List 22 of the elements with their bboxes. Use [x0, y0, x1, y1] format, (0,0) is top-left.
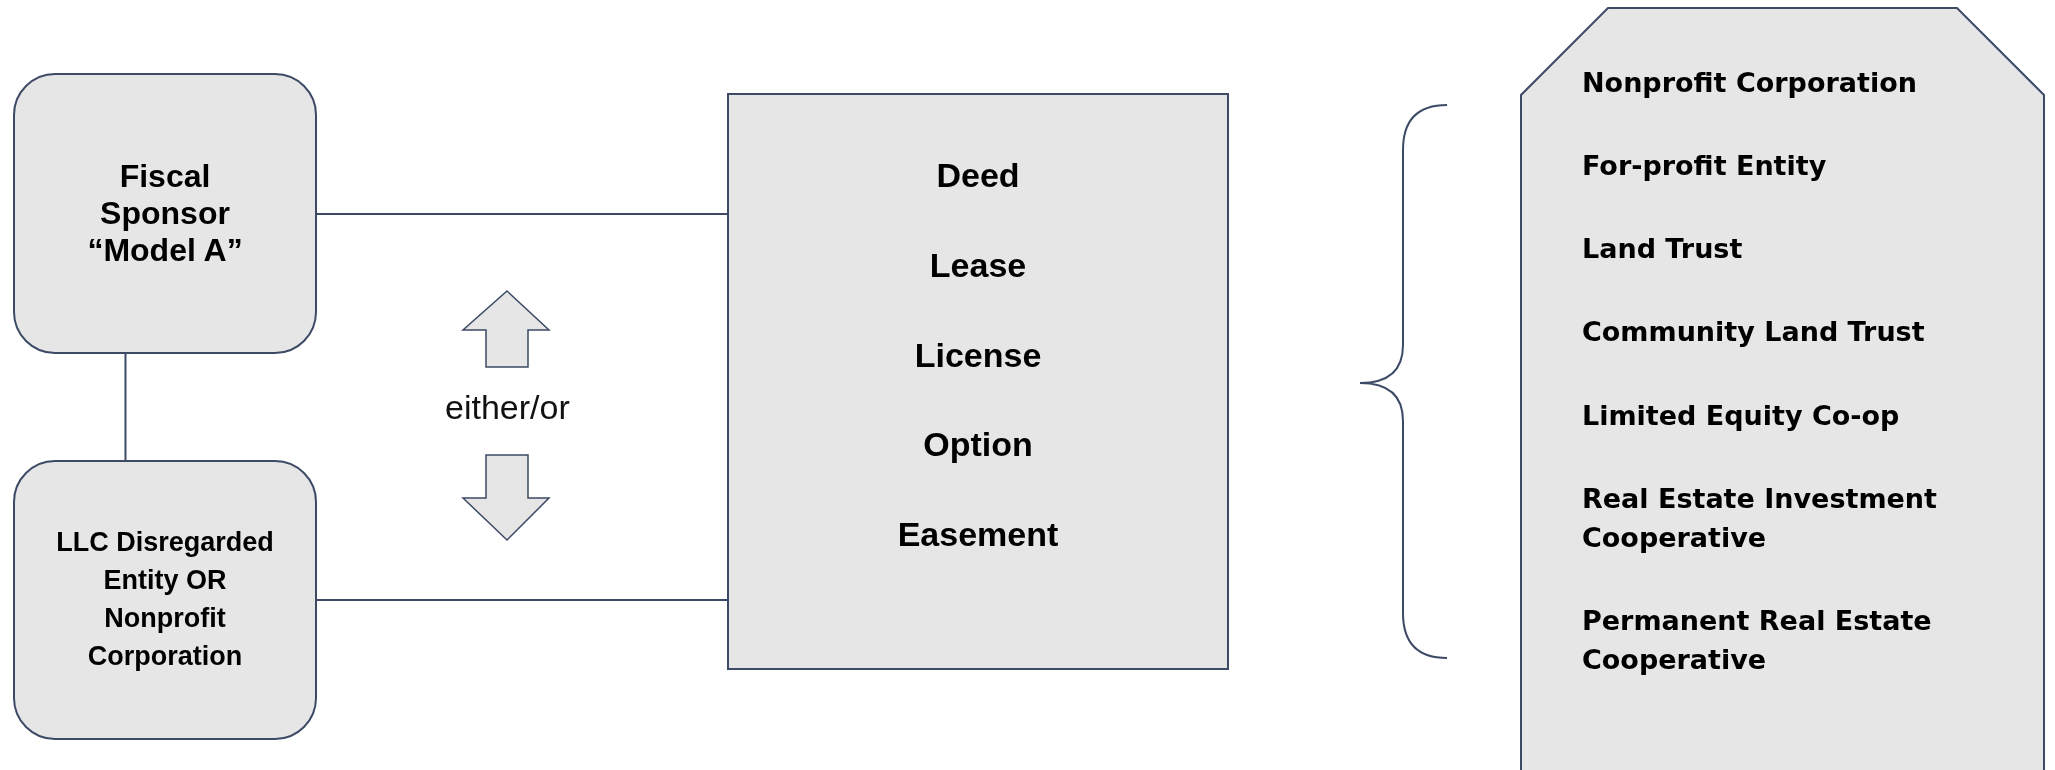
entity-box [13, 460, 317, 740]
agreement-type: Option [923, 424, 1033, 466]
entity-type: Real Estate Investment Cooperative [1582, 481, 1938, 555]
agreement-type: Lease [929, 244, 1027, 286]
connector-line [316, 213, 728, 215]
entity-label: Fiscal Sponsor “Model A” [86, 158, 244, 269]
entity-type: Nonprofit Corporation [1582, 66, 1917, 100]
agreement-box [727, 93, 1229, 670]
annotation-label: either/or [445, 388, 570, 427]
connector-line [316, 599, 728, 601]
entity-type: Community Land Trust [1582, 315, 1925, 350]
entity-type: Limited Equity Co-op [1582, 398, 1900, 433]
agreement-type: Easement [897, 514, 1059, 555]
entity-type-panel [1520, 7, 2045, 770]
agreement-type: License [914, 334, 1042, 376]
entity-type: Land Trust [1582, 232, 1743, 267]
entity-label: LLC Disregarded Entity OR Nonprofit Corporation [55, 526, 275, 673]
entity-box [13, 73, 317, 354]
agreement-type: Deed [936, 155, 1020, 196]
entity-type: For-profit Entity [1582, 149, 1827, 184]
entity-type: Permanent Real Estate Cooperative [1582, 604, 1933, 678]
connector-line [124, 353, 127, 461]
